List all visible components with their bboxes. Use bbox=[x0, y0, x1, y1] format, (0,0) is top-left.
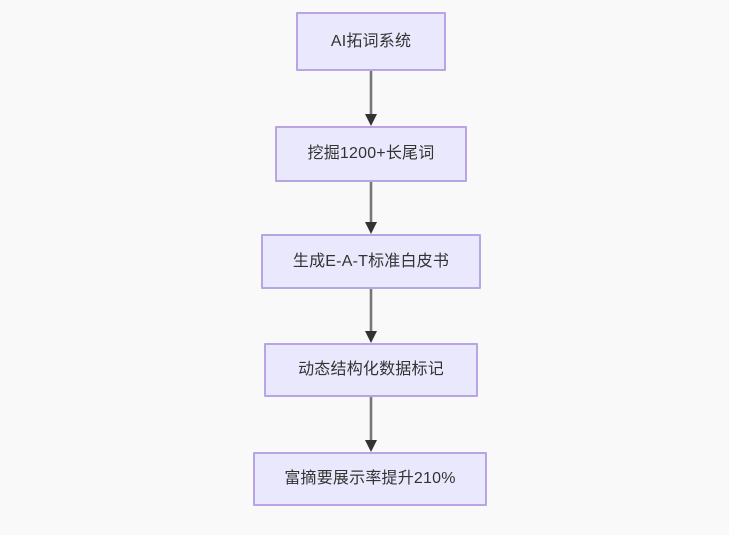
edge-n2-n3 bbox=[365, 182, 377, 234]
edge-n1-n2 bbox=[365, 71, 377, 126]
flowchart-node-mine-longtail-keywords[interactable]: 挖掘1200+长尾词 bbox=[275, 126, 467, 182]
flowchart-node-label: 生成E-A-T标准白皮书 bbox=[292, 252, 450, 270]
edge-n4-n5 bbox=[365, 397, 377, 452]
flowchart-node-label: 富摘要展示率提升210% bbox=[284, 470, 456, 488]
flowchart-node-label: AI拓词系统 bbox=[330, 32, 412, 50]
flowchart-node-label: 挖掘1200+长尾词 bbox=[307, 145, 435, 163]
flowchart-node-generate-eat-whitepaper[interactable]: 生成E-A-T标准白皮书 bbox=[261, 234, 481, 289]
edge-n3-n4 bbox=[365, 289, 377, 343]
flowchart-node-label: 动态结构化数据标记 bbox=[298, 361, 444, 379]
flowchart-node-rich-snippet-impression-uplift[interactable]: 富摘要展示率提升210% bbox=[253, 452, 487, 506]
flowchart-node-dynamic-structured-data-markup[interactable]: 动态结构化数据标记 bbox=[264, 343, 478, 397]
flowchart-node-ai-keyword-system[interactable]: AI拓词系统 bbox=[296, 12, 446, 71]
